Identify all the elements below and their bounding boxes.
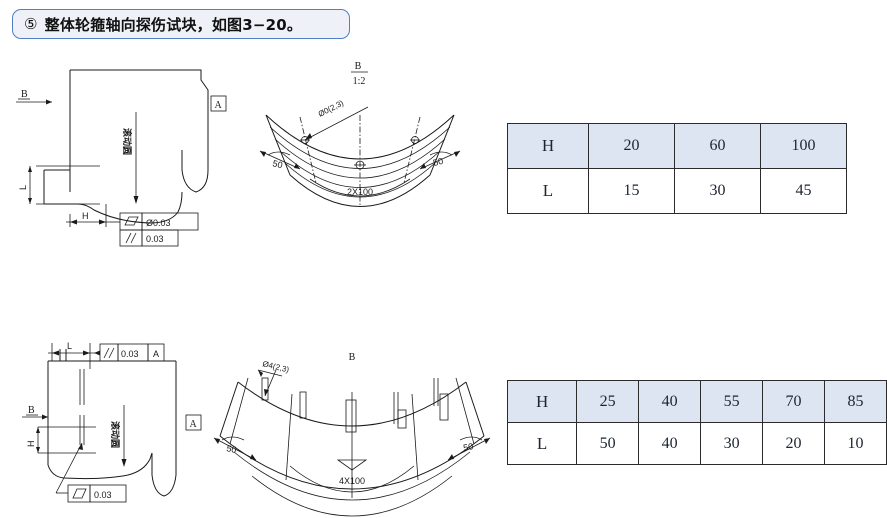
dim-pitch-label: 4X100	[339, 476, 365, 486]
tolerance-frame-parallelism-bottom-left: 0.03 A	[94, 343, 165, 362]
table-cell-l-5: 10	[824, 422, 887, 465]
view-scale-label: 1:2	[353, 76, 366, 87]
caption-text: 整体轮箍轴向探伤试块，如图3−20。	[44, 15, 303, 34]
parallelism-symbol	[103, 347, 115, 359]
figure-bottom-left-drawing: L 0.03 A B	[8, 335, 248, 515]
radial-line-right-top-mid	[403, 116, 421, 184]
radial-line-1	[229, 377, 249, 445]
tolerance-value-flatness: 0.03	[94, 490, 112, 500]
datum-label-a: A	[215, 100, 223, 111]
dim-pitch-bottom-mid: 4X100	[289, 459, 415, 493]
table-cell-h-5: 85	[824, 380, 887, 423]
flatness-parallelogram-symbol	[72, 488, 87, 499]
view-title-top-mid: B 1:2	[351, 61, 368, 87]
table-cell-h-1: 20	[588, 123, 675, 169]
hole-callout-top-mid: Ø0(2,3)	[304, 98, 369, 141]
dim-50-left-top-mid: 50	[259, 150, 301, 170]
figure-top-left-drawing: B L H 滚动圆	[8, 52, 248, 247]
view-arrow-b-bottom-left: B	[22, 405, 48, 420]
rolling-circle-label: 滚动圆	[121, 128, 133, 155]
spec-table-top: H 20 60 100 L 15 30 45	[507, 123, 847, 214]
table-cell-h-label: H	[507, 123, 589, 169]
table-cell-l-4: 20	[762, 422, 826, 465]
radial-line-3	[411, 393, 419, 481]
spec-table-bottom: H 25 40 55 70 85 L 50 40 30 20 10	[506, 380, 887, 465]
view-label-b: B	[349, 352, 356, 363]
table-cell-h-3: 55	[700, 380, 764, 423]
tolerance-frame-flatness-bottom-left: 0.03	[55, 442, 127, 503]
caption-banner: ⑤ 整体轮箍轴向探伤试块，如图3−20。	[12, 9, 350, 39]
radial-line-4	[455, 377, 475, 445]
view-arrow-b-top-left: B	[16, 89, 52, 105]
table-cell-l-label: L	[506, 422, 578, 465]
table-row: H 25 40 55 70 85	[506, 380, 887, 423]
table-cell-l-3: 30	[700, 422, 764, 465]
table-cell-l-2: 30	[674, 168, 761, 214]
datum-box-a-bottom-left: A	[185, 414, 202, 431]
dim-pitch-top-mid: 2X100	[309, 178, 411, 197]
tolerance-frame-group-top-left: Ø0.03 0.03	[110, 212, 199, 247]
view-arrow-label-b: B	[21, 89, 28, 100]
table-cell-l-3: 45	[760, 168, 847, 214]
dim-50-right-top-mid: 50	[419, 150, 461, 170]
figure-top-mid-drawing: B 1:2	[248, 55, 488, 220]
table-row: L 50 40 30 20 10	[506, 422, 887, 465]
caption-marker: ⑤	[24, 15, 38, 33]
table-cell-h-2: 60	[674, 123, 761, 169]
table-cell-l-2: 40	[638, 422, 702, 465]
table-cell-l-1: 50	[576, 422, 640, 465]
tolerance-value-2: 0.03	[146, 234, 164, 244]
dim-label-l: L	[67, 341, 72, 351]
radial-line-left-top-mid	[299, 116, 317, 184]
dim-label-h: H	[26, 441, 36, 448]
view-arrow-label-b: B	[28, 405, 35, 416]
dim-50-right-bottom-mid: 50	[447, 436, 491, 461]
dim-right-label: 50	[432, 156, 444, 168]
table-cell-h-3: 100	[760, 123, 847, 169]
dim-l-top-left: L	[18, 166, 32, 204]
dim-h-bottom-left: H	[26, 427, 40, 453]
table-cell-h-label: H	[506, 380, 578, 423]
radial-line-2	[285, 393, 293, 481]
datum-label-a: A	[190, 419, 198, 430]
datum-box-a-top-left: A	[210, 95, 227, 112]
tolerance-value-parallelism: 0.03	[121, 349, 139, 359]
table-row: H 20 60 100	[507, 123, 847, 169]
hole-callout-label: Ø0(2,3)	[317, 98, 346, 118]
table-cell-h-4: 70	[762, 380, 826, 423]
rolling-circle-callout-bottom-left: 滚动圆	[109, 405, 127, 467]
dim-label-h: H	[82, 211, 89, 221]
dim-pitch-label: 2X100	[347, 187, 373, 197]
table-cell-l-label: L	[507, 168, 589, 214]
figure-bottom-mid-drawing: B	[212, 348, 502, 518]
dim-left-label: 50	[226, 443, 238, 455]
view-label-b: B	[355, 61, 362, 72]
dim-l-bottom-left: L	[48, 341, 94, 369]
tolerance-datum-a: A	[153, 349, 159, 359]
dim-right-label: 50	[462, 441, 474, 453]
rolling-circle-label: 滚动圆	[109, 421, 121, 448]
dim-left-label: 50	[272, 158, 284, 170]
table-cell-l-1: 15	[588, 168, 675, 214]
rolling-circle-callout-top-left: 滚动圆	[121, 112, 139, 204]
table-row: L 15 30 45	[507, 168, 847, 214]
dim-h-top-left: H	[66, 204, 110, 227]
arc-band-top-mid	[265, 114, 455, 207]
dim-label-l: L	[18, 185, 28, 190]
table-cell-h-2: 40	[638, 380, 702, 423]
table-cell-h-1: 25	[576, 380, 640, 423]
parallelism-symbol	[125, 232, 137, 244]
tolerance-value-1: Ø0.03	[146, 218, 171, 228]
flatness-parallelogram-symbol	[124, 216, 139, 226]
dim-50-left-bottom-mid: 50	[213, 436, 257, 461]
